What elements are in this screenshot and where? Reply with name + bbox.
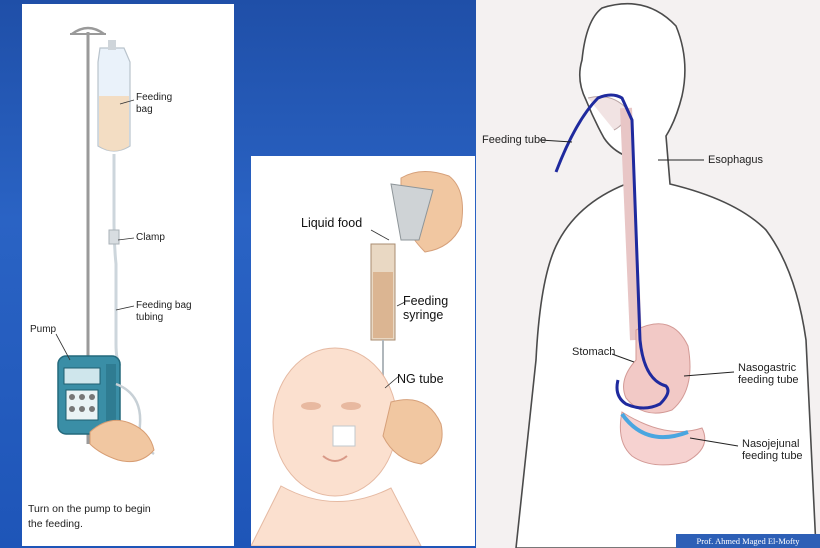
label-pump: Pump bbox=[30, 324, 56, 336]
label-feeding-syringe: Feeding syringe bbox=[403, 294, 448, 322]
label-stomach: Stomach bbox=[572, 346, 615, 358]
label-nasogastric-feeding-tube: Nasogastric feeding tube bbox=[738, 362, 799, 386]
label-clamp: Clamp bbox=[136, 232, 165, 244]
label-liquid-food: Liquid food bbox=[301, 216, 362, 230]
pump-caption: Turn on the pump to begin the feeding. bbox=[28, 502, 151, 532]
label-feeding-tube: Feeding tube bbox=[482, 134, 546, 146]
infant-feeding-illustration bbox=[251, 156, 475, 546]
feeding-pump-illustration bbox=[22, 4, 234, 546]
infant-ng-feeding-panel: Liquid food Feeding syringe NG tube bbox=[251, 156, 475, 546]
anatomy-illustration bbox=[476, 0, 820, 548]
author-credit: Prof. Ahmed Maged El-Mofty bbox=[676, 534, 820, 548]
anatomy-panel: Feeding tube Esophagus Stomach Nasogastr… bbox=[476, 0, 820, 548]
label-feeding-bag-tubing: Feeding bag tubing bbox=[136, 300, 192, 324]
label-feeding-bag: Feeding bag bbox=[136, 92, 172, 116]
label-nasojejunal-feeding-tube: Nasojejunal feeding tube bbox=[742, 438, 803, 462]
label-esophagus: Esophagus bbox=[708, 154, 763, 166]
label-ng-tube: NG tube bbox=[397, 372, 444, 386]
feeding-pump-panel: Feeding bag Clamp Feeding bag tubing Pum… bbox=[22, 4, 234, 546]
